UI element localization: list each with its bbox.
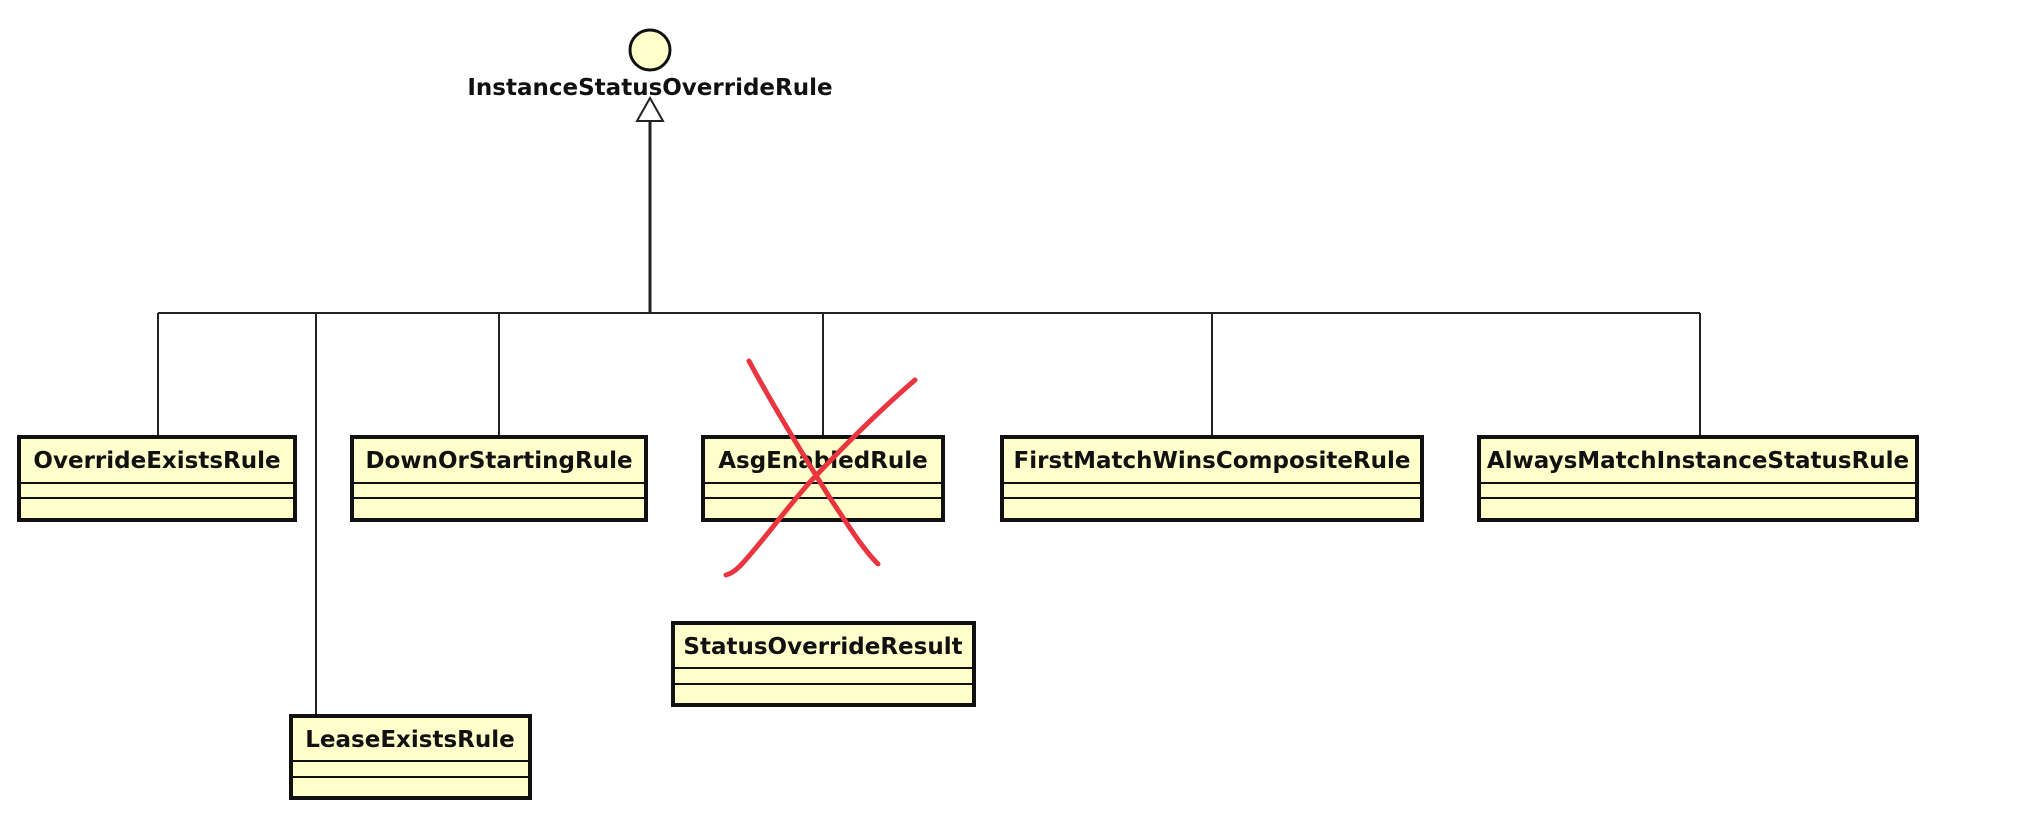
class-box-first-match-wins-composite-rule: FirstMatchWinsCompositeRule bbox=[1000, 435, 1424, 522]
class-box-frame bbox=[671, 621, 976, 707]
cross-out-stroke-2 bbox=[723, 377, 918, 578]
class-box-frame bbox=[1000, 435, 1424, 522]
class-box-frame bbox=[17, 435, 297, 522]
class-name-label: AlwaysMatchInstanceStatusRule bbox=[1487, 448, 1909, 474]
class-box-frame bbox=[701, 435, 945, 522]
class-name-label: StatusOverrideResult bbox=[683, 634, 962, 660]
class-box-override-exists-rule: OverrideExistsRule bbox=[17, 435, 297, 522]
class-box-frame bbox=[289, 714, 532, 800]
class-box-asg-enabled-rule: AsgEnabledRule bbox=[701, 435, 945, 522]
realization-connector bbox=[157, 95, 1701, 716]
class-box-frame bbox=[350, 435, 648, 522]
class-box-lease-exists-rule: LeaseExistsRule bbox=[289, 714, 532, 800]
class-name-label: DownOrStartingRule bbox=[365, 448, 632, 474]
class-name-label: LeaseExistsRule bbox=[305, 727, 514, 753]
cross-out-stroke-1 bbox=[746, 358, 881, 567]
cross-out-mark bbox=[723, 358, 918, 578]
interface-node: InstanceStatusOverrideRule bbox=[467, 28, 833, 101]
class-name-label: OverrideExistsRule bbox=[33, 448, 280, 474]
realization-arrowhead bbox=[635, 95, 665, 122]
interface-lollipop-circle bbox=[628, 28, 672, 72]
class-box-down-or-starting-rule: DownOrStartingRule bbox=[350, 435, 648, 522]
class-box-always-match-instance-status-rule: AlwaysMatchInstanceStatusRule bbox=[1477, 435, 1919, 522]
class-name-label: FirstMatchWinsCompositeRule bbox=[1014, 448, 1411, 474]
class-box-status-override-result: StatusOverrideResult bbox=[671, 621, 976, 707]
class-box-frame bbox=[1477, 435, 1919, 522]
